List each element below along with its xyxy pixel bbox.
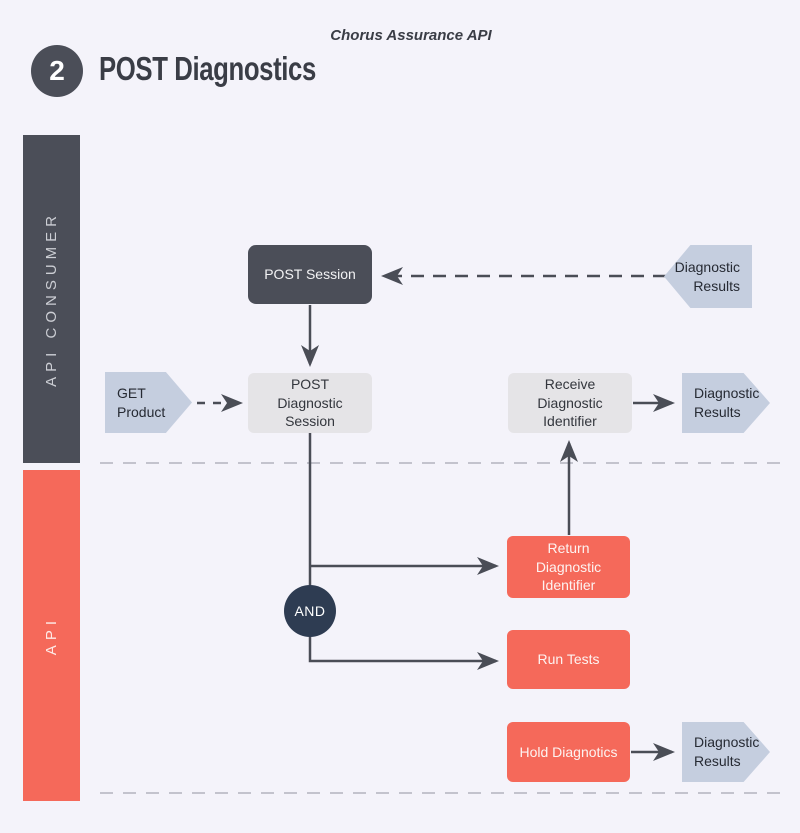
node-get-product-label: GET Product <box>117 384 166 420</box>
node-return-diagnostic-identifier: Return Diagnostic Identifier <box>507 536 630 598</box>
page-title: POST Diagnostics <box>99 50 377 88</box>
node-post-session-label: POST Session <box>264 266 356 283</box>
page-subtitle: Chorus Assurance API <box>330 27 492 44</box>
node-post-diagnostic-session-label: POST Diagnostic Session <box>277 375 343 430</box>
node-run-tests-label: Run Tests <box>537 651 600 668</box>
node-run-tests: Run Tests <box>507 630 630 689</box>
page-title-text: POST Diagnostics <box>99 50 316 87</box>
node-receive-diagnostic-identifier: Receive Diagnostic Identifier <box>508 373 632 433</box>
step-number: 2 <box>49 55 65 86</box>
node-diagnostic-results-mid-label: Diagnostic Results <box>694 385 760 420</box>
node-hold-diagnostics: Hold Diagnotics <box>507 722 630 782</box>
node-hold-diagnostics-label: Hold Diagnotics <box>519 743 618 760</box>
node-post-session: POST Session <box>248 245 372 304</box>
node-and-gate: AND <box>284 585 336 637</box>
lane-api: API <box>23 470 80 801</box>
node-diagnostic-results-top-label: Diagnostic Results <box>674 258 740 294</box>
node-diagnostic-results-bottom-label: Diagnostic Results <box>694 734 760 769</box>
arrow-postdiag-to-runtests <box>308 433 499 670</box>
node-return-diagnostic-identifier-label: Return Diagnostic Identifier <box>535 539 602 594</box>
node-post-diagnostic-session: POST Diagnostic Session <box>248 373 372 433</box>
node-and-gate-label: AND <box>294 603 326 619</box>
step-number-badge: 2 <box>31 45 83 97</box>
lane-api-consumer: API CONSUMER <box>23 135 80 463</box>
node-receive-diagnostic-identifier-label: Receive Diagnostic Identifier <box>537 375 603 430</box>
